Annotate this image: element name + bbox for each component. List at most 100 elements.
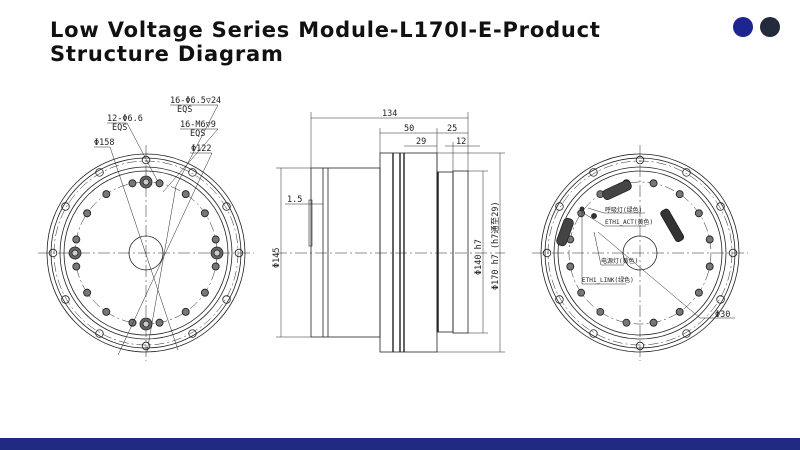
ring xyxy=(50,157,242,349)
mount-hole xyxy=(48,248,58,258)
mount-hole xyxy=(188,168,197,177)
ring xyxy=(63,170,229,336)
bolt-circle xyxy=(568,181,712,325)
label-eth-act: ETH1_ACT(黄色) xyxy=(605,218,653,226)
bolt-hole xyxy=(102,307,111,316)
bolt-circle xyxy=(547,160,733,346)
dim-d170: Φ170 h7 (h7通至29) xyxy=(490,201,501,290)
dark-dot-icon xyxy=(760,17,780,37)
label-16-m6: 16-M6▽9 xyxy=(180,120,216,130)
mount-hole xyxy=(682,329,691,338)
bolt-hole xyxy=(155,179,164,188)
bolt-circle xyxy=(53,160,239,346)
bolt-hole xyxy=(211,262,220,271)
label-breath-led: 呼吸灯(绿色) xyxy=(605,206,642,214)
mount-hole xyxy=(716,202,725,211)
bolt-hole xyxy=(102,190,111,199)
mount-hole xyxy=(635,341,645,351)
label-16-holes-thread: 16-Φ6.5▽24 xyxy=(170,96,221,106)
pin-hole xyxy=(213,249,221,257)
mount-hole xyxy=(141,341,151,351)
pin-hole xyxy=(142,178,150,186)
bolt-hole xyxy=(72,235,81,244)
dim-12: 12 xyxy=(456,137,466,147)
bolt-hole xyxy=(211,235,220,244)
ring xyxy=(557,170,723,336)
bolt-hole xyxy=(128,179,137,188)
dim-d145: Φ145 xyxy=(272,248,282,268)
mount-hole xyxy=(61,202,70,211)
bolt-hole xyxy=(83,209,92,218)
label-eqs: EQS xyxy=(177,105,192,115)
mount-hole xyxy=(635,155,645,165)
bolt-hole xyxy=(577,288,586,297)
mount-hole xyxy=(555,202,564,211)
led-indicator xyxy=(579,206,585,212)
bolt-hole xyxy=(155,318,164,327)
mount-hole xyxy=(188,329,197,338)
mount-hole xyxy=(542,248,552,258)
mount-hole xyxy=(141,155,151,165)
bolt-hole xyxy=(181,307,190,316)
bolt-hole xyxy=(128,318,137,327)
label-eth-link: ETH1_LINK(绿色) xyxy=(582,276,634,284)
bolt-hole xyxy=(200,288,209,297)
label-d30: Φ30 xyxy=(715,310,730,320)
bolt-hole xyxy=(181,190,190,199)
connector-slot xyxy=(556,217,574,247)
dim-1-5: 1.5 xyxy=(287,195,302,205)
mount-hole xyxy=(728,248,738,258)
led-indicator xyxy=(591,213,597,219)
bolt-hole xyxy=(694,209,703,218)
ring xyxy=(59,166,233,340)
mount-hole xyxy=(61,295,70,304)
mount-hole xyxy=(589,329,598,338)
bolt-hole xyxy=(675,190,684,199)
bolt-hole xyxy=(566,262,575,271)
dim-50: 50 xyxy=(404,124,414,134)
bolt-hole xyxy=(72,262,81,271)
center-hole xyxy=(128,235,164,271)
bolt-hole xyxy=(705,262,714,271)
page-title: Low Voltage Series Module-L170I-E-Produc… xyxy=(50,18,601,66)
bolt-hole xyxy=(705,235,714,244)
mount-hole xyxy=(589,168,598,177)
ring xyxy=(540,153,740,353)
label-d158: Φ158 xyxy=(94,138,114,148)
dim-134: 134 xyxy=(382,109,397,119)
bolt-hole xyxy=(622,318,631,327)
front-view xyxy=(38,145,254,361)
ring xyxy=(553,166,727,340)
label-12-holes: 12-Φ6.6 xyxy=(107,114,143,124)
bolt-hole xyxy=(649,179,658,188)
label-eqs: EQS xyxy=(112,123,127,133)
connector-slot xyxy=(602,180,632,200)
dim-d140: Φ140 h7 xyxy=(474,239,484,275)
mount-hole xyxy=(222,202,231,211)
mount-hole xyxy=(95,329,104,338)
bolt-hole xyxy=(694,288,703,297)
label-eqs: EQS xyxy=(190,129,205,139)
label-power-led: 电源灯(黄色) xyxy=(601,257,638,265)
mount-hole xyxy=(95,168,104,177)
footer-bar xyxy=(0,438,800,450)
pin-hole xyxy=(71,249,79,257)
bolt-hole xyxy=(83,288,92,297)
side-view xyxy=(275,112,505,353)
ring xyxy=(544,157,736,349)
dim-25: 25 xyxy=(447,124,457,134)
connector-slot xyxy=(660,208,685,243)
ring xyxy=(46,153,246,353)
mount-hole xyxy=(716,295,725,304)
mount-hole xyxy=(682,168,691,177)
bolt-hole xyxy=(596,307,605,316)
rear-view xyxy=(532,145,748,361)
mount-hole xyxy=(222,295,231,304)
label-d122: Φ122 xyxy=(191,144,211,154)
blue-dot-icon xyxy=(733,17,753,37)
pin-hole xyxy=(142,320,150,328)
mount-hole xyxy=(234,248,244,258)
bolt-hole xyxy=(649,318,658,327)
mount-hole xyxy=(555,295,564,304)
